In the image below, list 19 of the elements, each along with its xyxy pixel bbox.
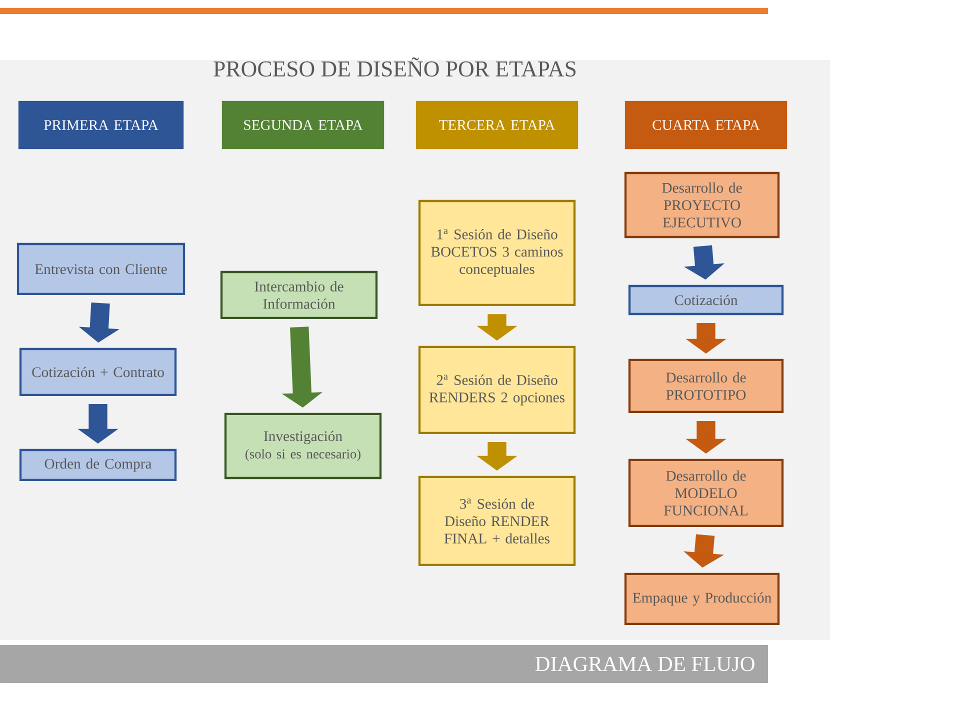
caption-bar: DIAGRAMA DE FLUJO bbox=[0, 645, 768, 683]
stage-header: PRIMERA ETAPA bbox=[18, 100, 184, 150]
process-box: Desarrollo de PROYECTO EJECUTIVO bbox=[624, 172, 780, 238]
process-box: Desarrollo de PROTOTIPO bbox=[628, 358, 784, 414]
process-box: 1$^{a}$ Sesión de Diseño BOCETOS 3 caminos conceptuales bbox=[418, 200, 576, 306]
process-box: Empaque y Producción bbox=[624, 572, 780, 626]
stage-header: TERCERA ETAPA bbox=[416, 100, 578, 150]
process-box: Entrevista con Cliente bbox=[16, 242, 186, 296]
process-box: 3$^{a}$ Sesión de Diseño RENDER FINAL + detalles bbox=[418, 476, 576, 566]
process-box: Investigación (solo si es necesario) bbox=[224, 412, 382, 480]
stage-header: CUARTA ETAPA bbox=[624, 100, 788, 150]
process-box: Cotización bbox=[628, 284, 784, 316]
stage-header: SEGUNDA ETAPA bbox=[222, 100, 384, 150]
process-box: Orden de Compra bbox=[19, 448, 177, 482]
process-box: 2$^{a}$ Sesión de Diseño RENDERS 2 opciones bbox=[418, 346, 576, 434]
process-box: Cotización + Contrato bbox=[19, 348, 177, 396]
process-box: Intercambio de Información bbox=[220, 270, 378, 320]
title: PROCESO DE DISEÑO POR ETAPAS bbox=[214, 57, 576, 77]
process-box: Desarrollo de MODELO FUNCIONAL bbox=[628, 458, 784, 528]
